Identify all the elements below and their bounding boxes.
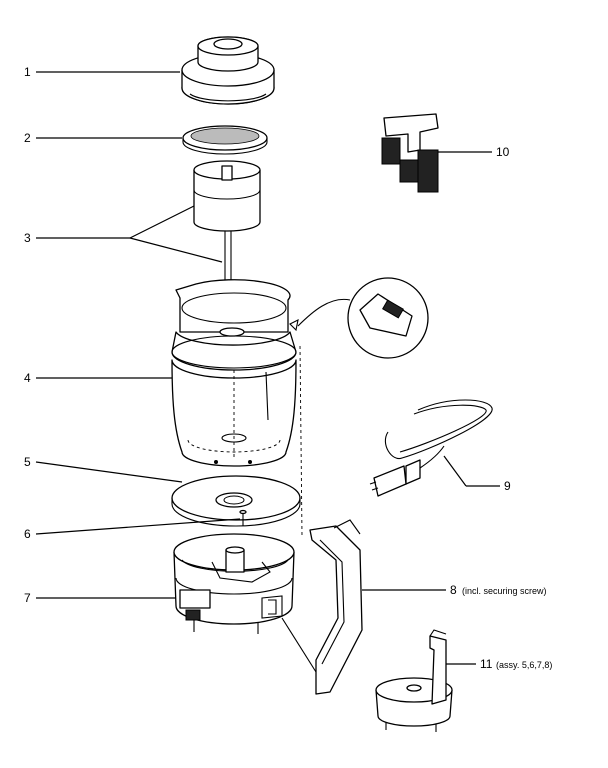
label-part-9: 9 xyxy=(504,479,511,493)
part-2-filter-disk xyxy=(182,125,268,155)
label-part-10: 10 xyxy=(496,145,510,159)
part-8-handle xyxy=(281,345,363,695)
label-part-8: 8 xyxy=(450,583,457,597)
label-part-7: 7 xyxy=(24,591,31,605)
part-7-motor-base xyxy=(173,533,295,634)
part-11-base-assembly xyxy=(375,629,453,732)
detail-spout-callout xyxy=(289,277,429,359)
part-labels: 1 2 3 4 5 6 7 8 (incl. securing screw) 9… xyxy=(24,65,552,671)
label-part-11-note: (assy. 5,6,7,8) xyxy=(496,660,552,670)
part-4-carafe xyxy=(171,279,297,467)
part-5-base-plate xyxy=(171,475,301,527)
part-10-filter-clip xyxy=(381,113,439,193)
part-6-screw xyxy=(239,509,247,526)
label-part-4: 4 xyxy=(24,371,31,385)
label-part-2: 2 xyxy=(24,131,31,145)
part-9-power-cord xyxy=(369,399,493,497)
leader-lines xyxy=(35,71,500,665)
label-part-1: 1 xyxy=(24,65,31,79)
label-part-5: 5 xyxy=(24,455,31,469)
label-part-3: 3 xyxy=(24,231,31,245)
part-1-lid xyxy=(181,36,275,105)
label-part-6: 6 xyxy=(24,527,31,541)
label-part-8-note: (incl. securing screw) xyxy=(462,586,547,596)
label-part-11: 11 xyxy=(480,657,493,671)
